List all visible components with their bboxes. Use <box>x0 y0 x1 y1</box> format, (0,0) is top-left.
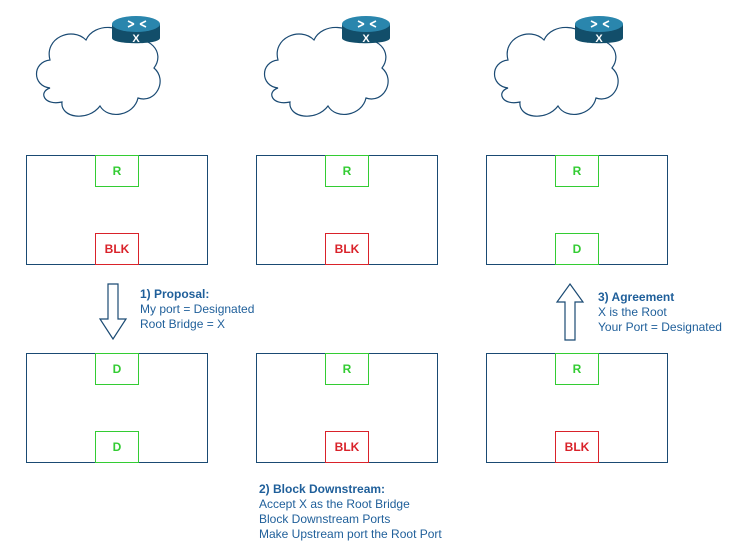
cloud-icon <box>35 26 161 117</box>
block-line: Make Upstream port the Root Port <box>259 527 442 541</box>
switch-box: R BLK <box>256 353 438 463</box>
switch-box: D D <box>26 353 208 463</box>
root-port: R <box>555 155 599 187</box>
root-port: R <box>95 155 139 187</box>
router-icon: X <box>112 16 160 45</box>
designated-port: D <box>95 431 139 463</box>
router-label: X <box>595 33 603 45</box>
block-title: 2) Block Downstream: <box>259 482 386 496</box>
arrow-up-icon <box>555 282 585 341</box>
switch-box: R BLK <box>486 353 668 463</box>
router-label: X <box>362 33 370 45</box>
root-port: R <box>325 155 369 187</box>
proposal-line: My port = Designated <box>140 302 255 316</box>
switch-box: R BLK <box>26 155 208 265</box>
block-line: Block Downstream Ports <box>259 512 391 526</box>
agreement-title: 3) Agreement <box>598 290 675 304</box>
agreement-line: X is the Root <box>598 305 667 319</box>
proposal-title: 1) Proposal: <box>140 287 210 301</box>
blocked-port: BLK <box>325 233 369 265</box>
designated-port: D <box>95 353 139 385</box>
proposal-line: Root Bridge = X <box>140 317 226 331</box>
designated-port: D <box>555 233 599 265</box>
switch-box: R BLK <box>256 155 438 265</box>
blocked-port: BLK <box>325 431 369 463</box>
root-port: R <box>325 353 369 385</box>
block-line: Accept X as the Root Bridge <box>259 497 410 511</box>
cloud-icon <box>493 26 619 117</box>
proposal-label: 1) Proposal: My port = Designated Root B… <box>140 287 254 332</box>
router-label: X <box>132 33 140 45</box>
root-port: R <box>555 353 599 385</box>
arrow-down-icon <box>98 283 128 341</box>
router-icon: X <box>342 16 390 45</box>
agreement-label: 3) Agreement X is the Root Your Port = D… <box>598 290 722 335</box>
blocked-port: BLK <box>95 233 139 265</box>
router-icon: X <box>575 16 623 45</box>
block-downstream-label: 2) Block Downstream: Accept X as the Roo… <box>259 482 442 542</box>
switch-box: R D <box>486 155 668 265</box>
cloud-icon <box>263 26 389 117</box>
blocked-port: BLK <box>555 431 599 463</box>
agreement-line: Your Port = Designated <box>598 320 722 334</box>
